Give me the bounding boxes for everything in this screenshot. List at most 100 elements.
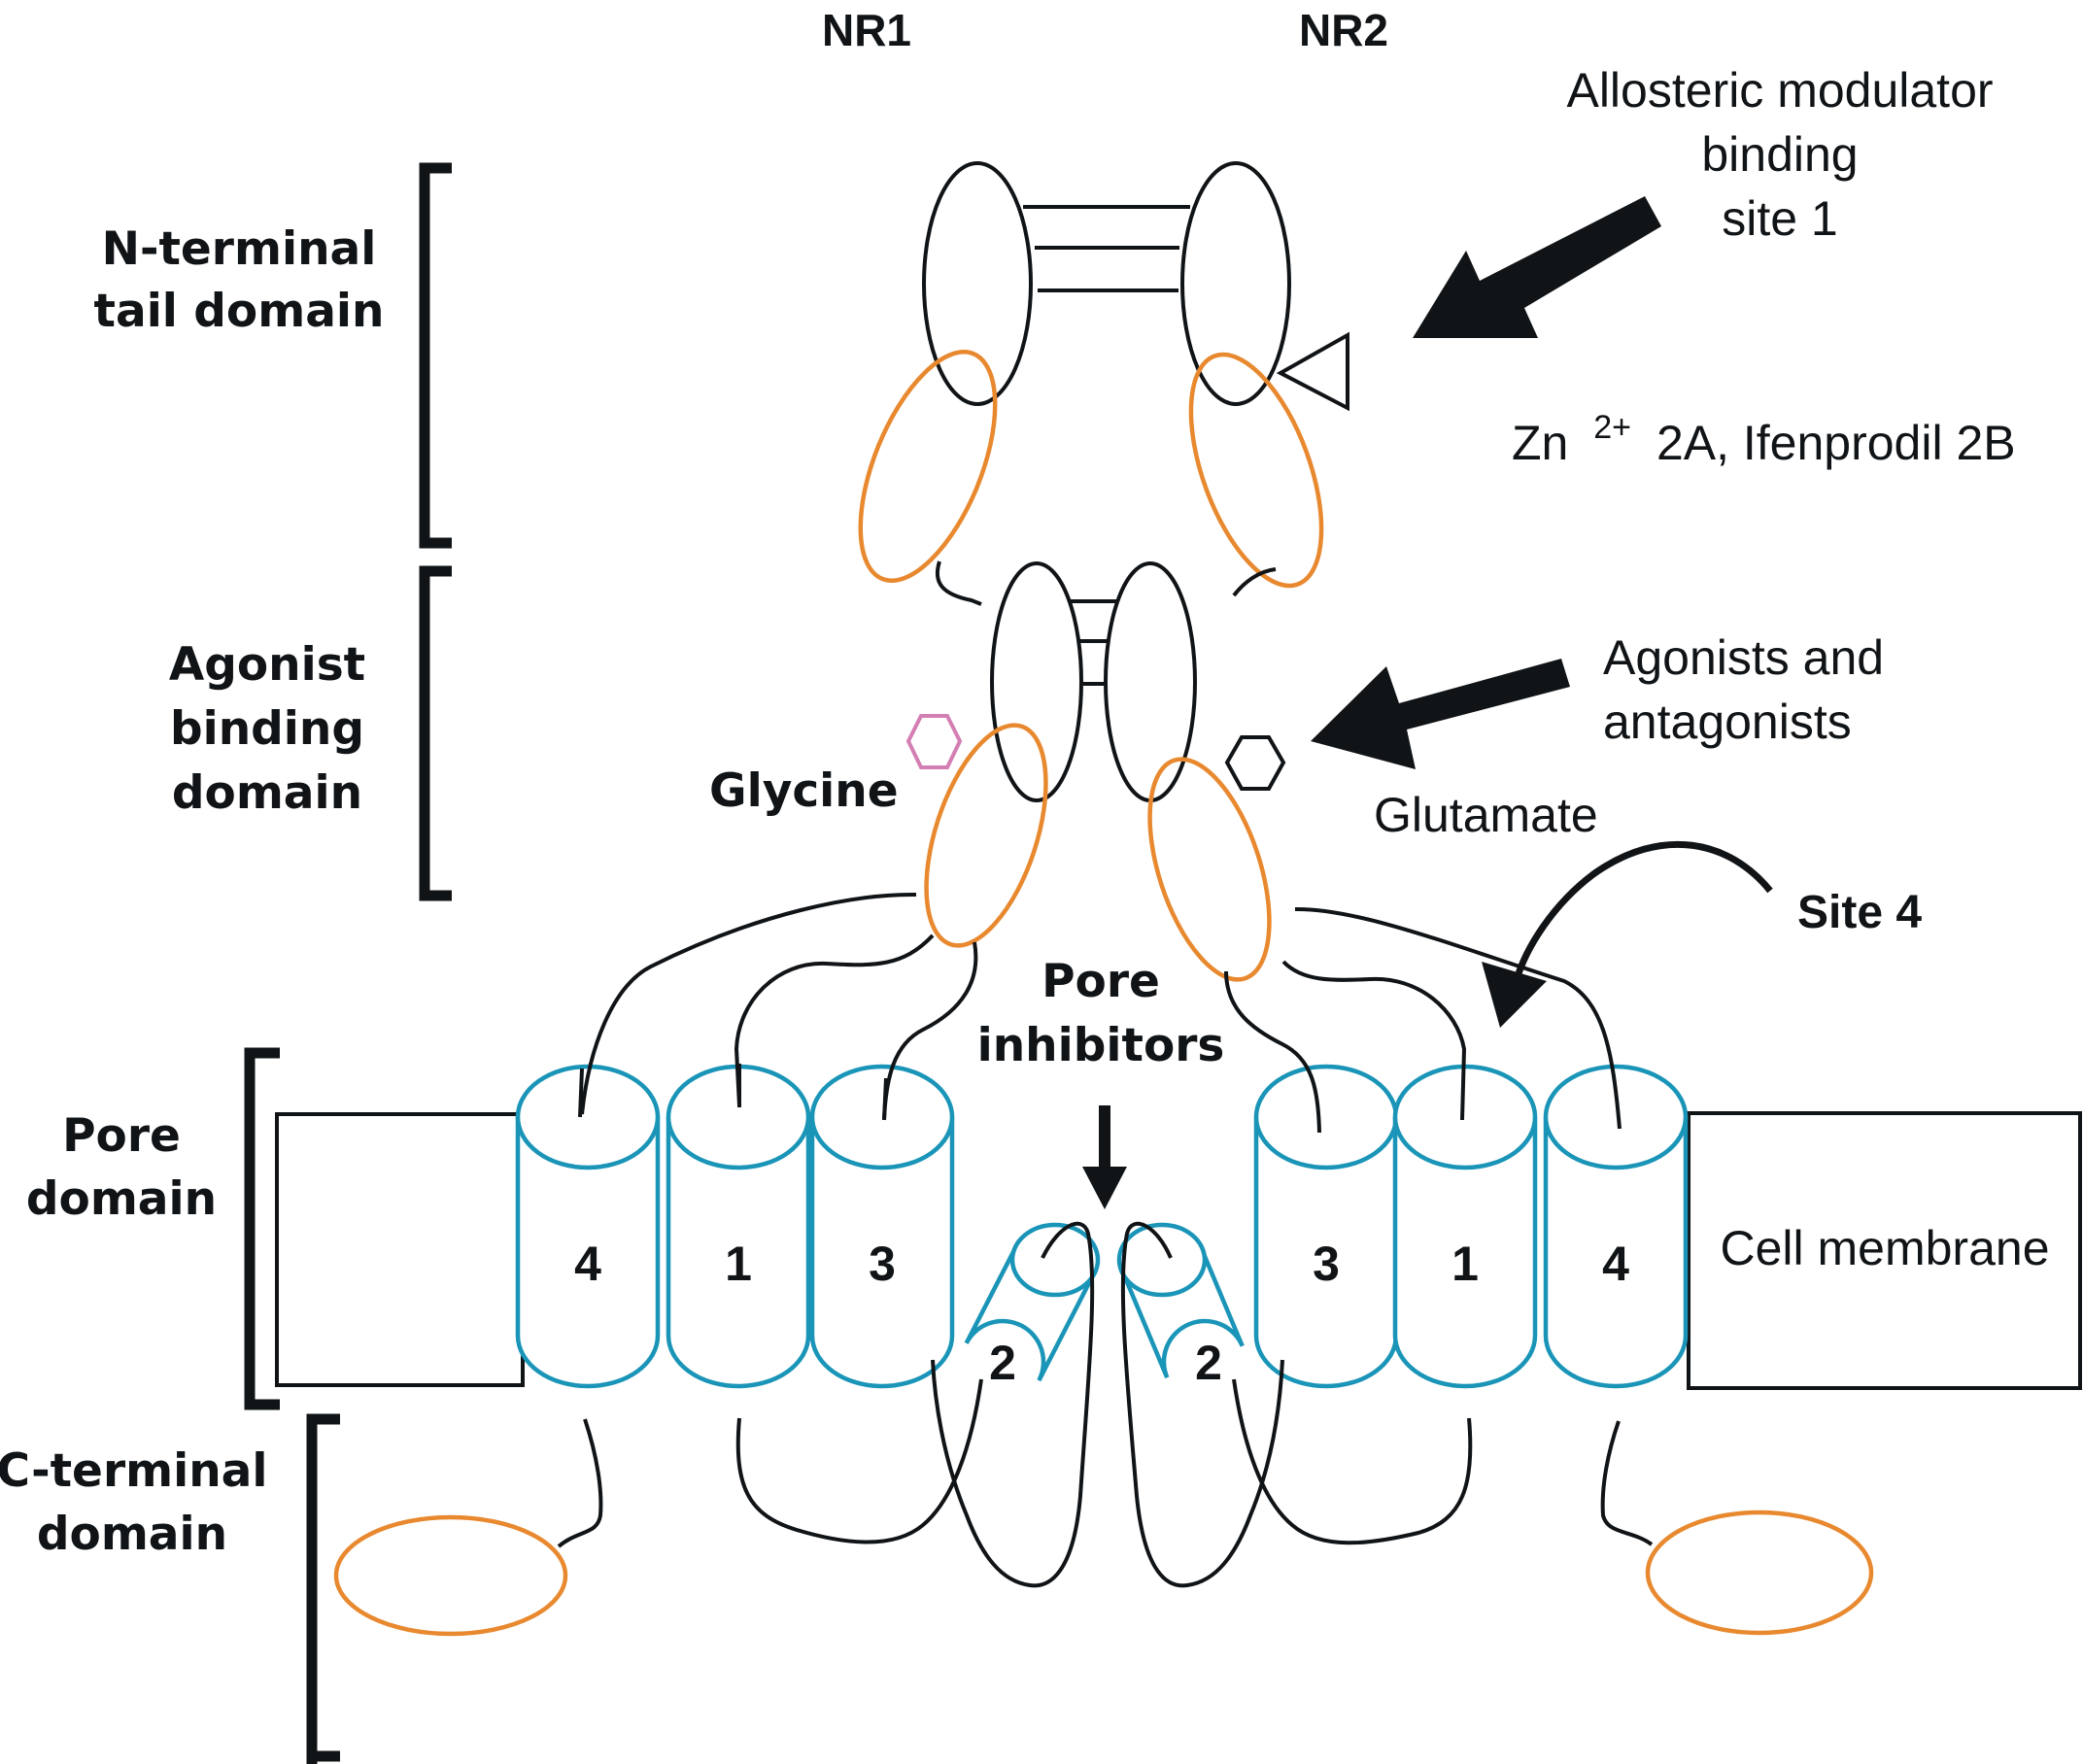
helix-top: [1543, 1064, 1689, 1170]
p-loops: [931, 1221, 1284, 1588]
cell-membrane-left: [275, 1112, 525, 1387]
glutamate-hexagon-icon: [1224, 735, 1286, 791]
linker: [935, 560, 982, 606]
domain-label-pore: Pore domain: [26, 1109, 217, 1226]
agonists-arrow-icon: [1311, 659, 1570, 769]
zinc-annotation: Zn 2+ 2A, Ifenprodil 2B: [1512, 394, 2016, 470]
helix-nr2-1: 1: [1392, 1064, 1538, 1389]
pore-line-1: Pore: [62, 1109, 181, 1163]
nr2-agonist-lower-lobe: [1147, 757, 1272, 982]
loop-1-2-nr2: [1232, 1378, 1473, 1545]
helix-top: [1253, 1064, 1399, 1170]
glutamate-label: Glutamate: [1374, 788, 1598, 842]
c-terminal-tail-nr1: [557, 1418, 603, 1548]
pore-inhibitors-annotation: Pore inhibitors: [977, 955, 1225, 1072]
helix-body: [666, 1117, 811, 1389]
agonists-line-2: antagonists: [1603, 695, 1852, 749]
allosteric-site-triangle-icon: [1276, 331, 1349, 412]
nr1-agonist-lobe: [990, 561, 1083, 802]
helices-nr2: 3 1 4 2: [1116, 1064, 1689, 1390]
allosteric-arrow-icon: [1413, 196, 1661, 338]
zinc-element: Zn: [1512, 416, 1568, 470]
cell-membrane-right: [1687, 1111, 2082, 1390]
linkers-left: [580, 892, 978, 1120]
nr1-c-terminal-lobe: [333, 1514, 568, 1637]
helix-number: 3: [1313, 1237, 1340, 1291]
nr2-n-terminal-lobe: [1180, 161, 1291, 406]
nr1-agonist-lower-lobe: [924, 723, 1048, 948]
agonist-binding-line-1: Agonist: [169, 638, 365, 692]
helix-top: [515, 1064, 661, 1170]
helix-top: [1116, 1222, 1208, 1298]
helix-number: 2: [989, 1336, 1016, 1390]
linker-to-helix-1: [734, 933, 935, 1106]
pore-inhibitors-line-2: inhibitors: [977, 1019, 1225, 1072]
helix-number: 1: [1451, 1237, 1479, 1291]
helix-body: [1392, 1117, 1538, 1389]
n-terminal-line-1: N-terminal: [102, 222, 377, 276]
helix-body: [809, 1117, 955, 1389]
glycine-hexagon-icon: [905, 714, 963, 769]
allosteric-line-3: site 1: [1722, 191, 1838, 246]
subunit-label-nr2: NR2: [1299, 5, 1388, 55]
bracket-n-terminal: [419, 162, 452, 549]
bracket-c-terminal: [306, 1413, 340, 1764]
subunit-label-nr1: NR1: [822, 5, 911, 55]
c-terminal-tail-nr2: [1600, 1420, 1654, 1546]
p-loop-nr2: [1120, 1221, 1284, 1588]
agonist-binding-domain: [905, 561, 1286, 982]
cell-membrane-label: Cell membrane: [1720, 1221, 2049, 1275]
helix-number: 1: [725, 1237, 752, 1291]
site4-label: Site 4: [1797, 887, 1922, 938]
allosteric-annotation: Allosteric modulator binding site 1: [1566, 63, 1993, 246]
p-loop-nr1: [931, 1221, 1095, 1588]
helix-top: [1009, 1222, 1101, 1298]
linker-to-helix-4-right: [1294, 906, 1622, 1130]
nr2-agonist-lobe: [1104, 561, 1197, 802]
linker-to-helix-1-right: [1281, 960, 1467, 1121]
helix-body: [1253, 1117, 1399, 1389]
agonist-binding-line-2: binding: [170, 702, 364, 756]
nr1-n-terminal-lower-lobe: [858, 350, 998, 583]
c-terminal-line-1: C-terminal: [0, 1444, 267, 1498]
pore-inhibitor-arrow-icon: [1082, 1105, 1127, 1209]
bracket-agonist-binding: [419, 565, 452, 901]
linker-to-helix-3-right: [1224, 970, 1321, 1134]
intracellular-loops: [333, 1378, 1874, 1637]
helix-nr1-1: 1: [666, 1064, 811, 1389]
helix-top: [809, 1064, 955, 1170]
zinc-text: Zn 2+ 2A, Ifenprodil 2B: [1512, 394, 2016, 470]
agonists-line-1: Agonists and: [1603, 630, 1884, 685]
helix-nr2-4: 4: [1543, 1064, 1689, 1389]
linker-to-helix-3: [882, 941, 978, 1120]
nr2-n-terminal-lower-lobe: [1188, 352, 1324, 589]
agonist-binding-line-3: domain: [172, 766, 362, 820]
helices-nr1: 4 1 3 2: [515, 1064, 1101, 1390]
linkers-right: [1224, 906, 1622, 1134]
allosteric-line-1: Allosteric modulator: [1566, 63, 1993, 118]
helix-nr1-4: 4: [515, 1064, 661, 1389]
linker-to-helix-4: [580, 892, 917, 1115]
helix-number: 3: [869, 1237, 896, 1291]
helix-number: 2: [1195, 1336, 1222, 1390]
helix-number: 4: [1602, 1237, 1629, 1291]
nr1-n-terminal-lobe: [922, 161, 1033, 406]
helix-body: [515, 1117, 661, 1389]
helix-nr1-3: 3: [809, 1064, 955, 1389]
nr2-c-terminal-lobe: [1645, 1510, 1874, 1636]
agonists-annotation: Agonists and antagonists: [1603, 630, 1884, 749]
zinc-charge: 2+: [1593, 409, 1631, 446]
n-terminal-domain: [858, 161, 1349, 589]
domain-label-c-terminal: C-terminal domain: [0, 1444, 267, 1561]
pore-inhibitors-line-1: Pore: [1042, 955, 1160, 1008]
pore-line-2: domain: [26, 1172, 217, 1226]
glycine-label: Glycine: [709, 764, 899, 818]
domain-brackets: [244, 162, 452, 1764]
helix-nr2-3: 3: [1253, 1064, 1399, 1389]
helix-nr1-2: 2: [964, 1222, 1101, 1390]
allosteric-line-2: binding: [1701, 127, 1858, 182]
n-terminal-line-2: tail domain: [94, 285, 385, 338]
linker: [1232, 567, 1277, 597]
site4-arrow-shaft: [1512, 840, 1773, 984]
